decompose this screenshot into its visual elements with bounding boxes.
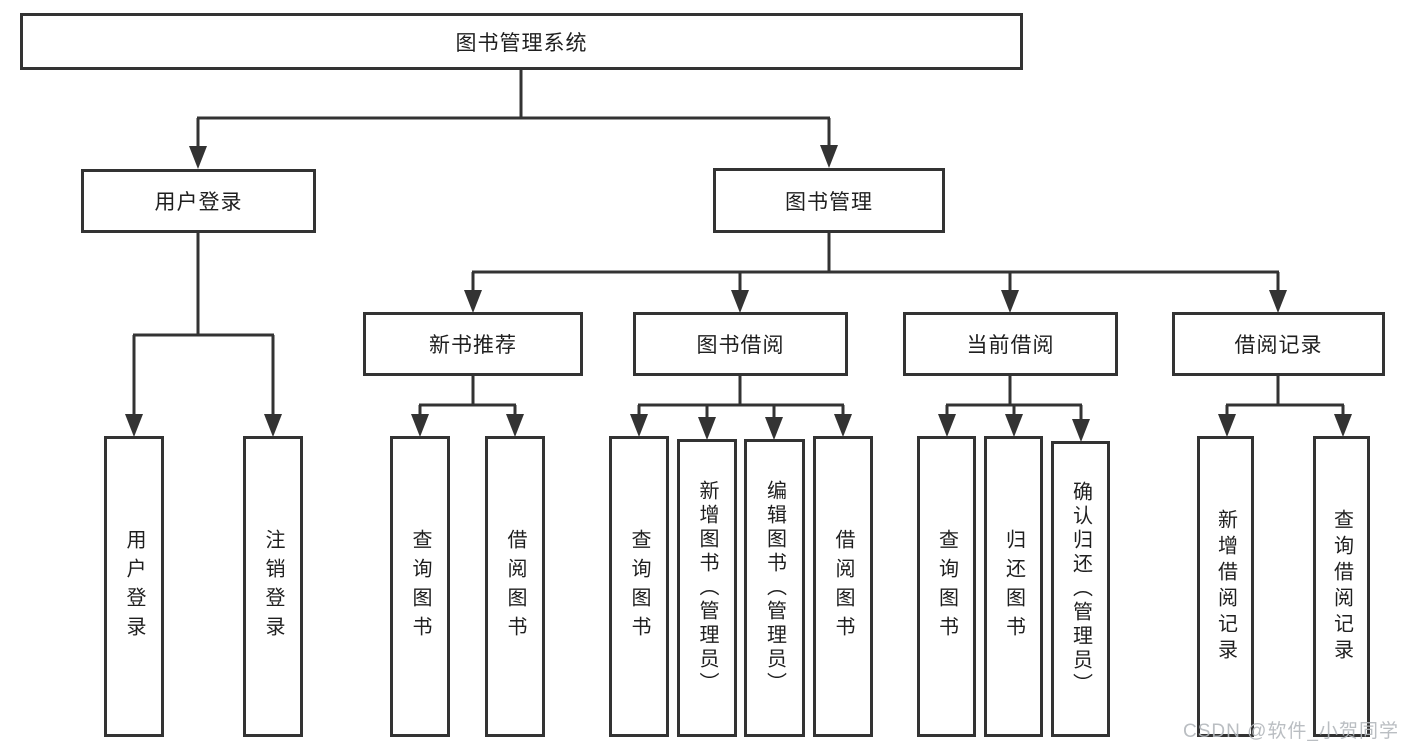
node-label: 编辑图书（管理员）	[763, 480, 786, 696]
node-label: 当前借阅	[966, 334, 1055, 357]
leaf-query-books-recommend: 查询图书	[390, 436, 450, 737]
node-label: 图书借阅	[696, 334, 785, 357]
node-book-borrow: 图书借阅	[633, 312, 848, 376]
node-label: 借阅图书	[504, 528, 526, 645]
node-label: 新增借阅记录	[1214, 508, 1237, 665]
leaf-add-borrow-record: 新增借阅记录	[1197, 436, 1254, 737]
node-label: 借阅图书	[832, 528, 854, 645]
node-label: 查询借阅记录	[1330, 508, 1353, 665]
node-label: 图书管理	[785, 190, 873, 214]
node-label: 用户登录	[123, 528, 145, 645]
leaf-borrow-book: 借阅图书	[813, 436, 873, 737]
node-label: 新增图书（管理员）	[696, 480, 718, 696]
leaf-query-books-current: 查询图书	[917, 436, 976, 737]
leaf-edit-book-admin: 编辑图书（管理员）	[744, 439, 805, 737]
node-label: 确认归还（管理员）	[1069, 481, 1092, 697]
leaf-confirm-return-admin: 确认归还（管理员）	[1051, 441, 1110, 737]
node-label: 用户登录	[154, 191, 243, 214]
node-label: 查询图书	[935, 528, 958, 645]
csdn-watermark: CSDN @软件_小贺同学	[1183, 721, 1399, 742]
node-borrow-records: 借阅记录	[1172, 312, 1385, 376]
leaf-user-login: 用户登录	[104, 436, 164, 737]
node-label: 图书管理系统	[455, 31, 588, 55]
node-label: 新书推荐	[429, 334, 517, 357]
leaf-query-borrow-record: 查询借阅记录	[1313, 436, 1370, 737]
leaf-logout: 注销登录	[243, 436, 303, 737]
node-root-system: 图书管理系统	[20, 13, 1023, 70]
leaf-add-book-admin: 新增图书（管理员）	[677, 439, 737, 737]
node-book-management: 图书管理	[713, 168, 945, 233]
leaf-return-book: 归还图书	[984, 436, 1043, 737]
node-label: 查询图书	[409, 528, 431, 645]
node-label: 查询图书	[628, 528, 650, 645]
leaf-query-books-borrow: 查询图书	[609, 436, 669, 737]
node-user-login: 用户登录	[81, 169, 316, 233]
node-label: 注销登录	[262, 528, 284, 645]
node-label: 借阅记录	[1234, 334, 1323, 357]
node-current-borrow: 当前借阅	[903, 312, 1118, 376]
node-label: 归还图书	[1002, 528, 1025, 645]
node-new-book-recommend: 新书推荐	[363, 312, 583, 376]
leaf-borrow-books-recommend: 借阅图书	[485, 436, 545, 737]
